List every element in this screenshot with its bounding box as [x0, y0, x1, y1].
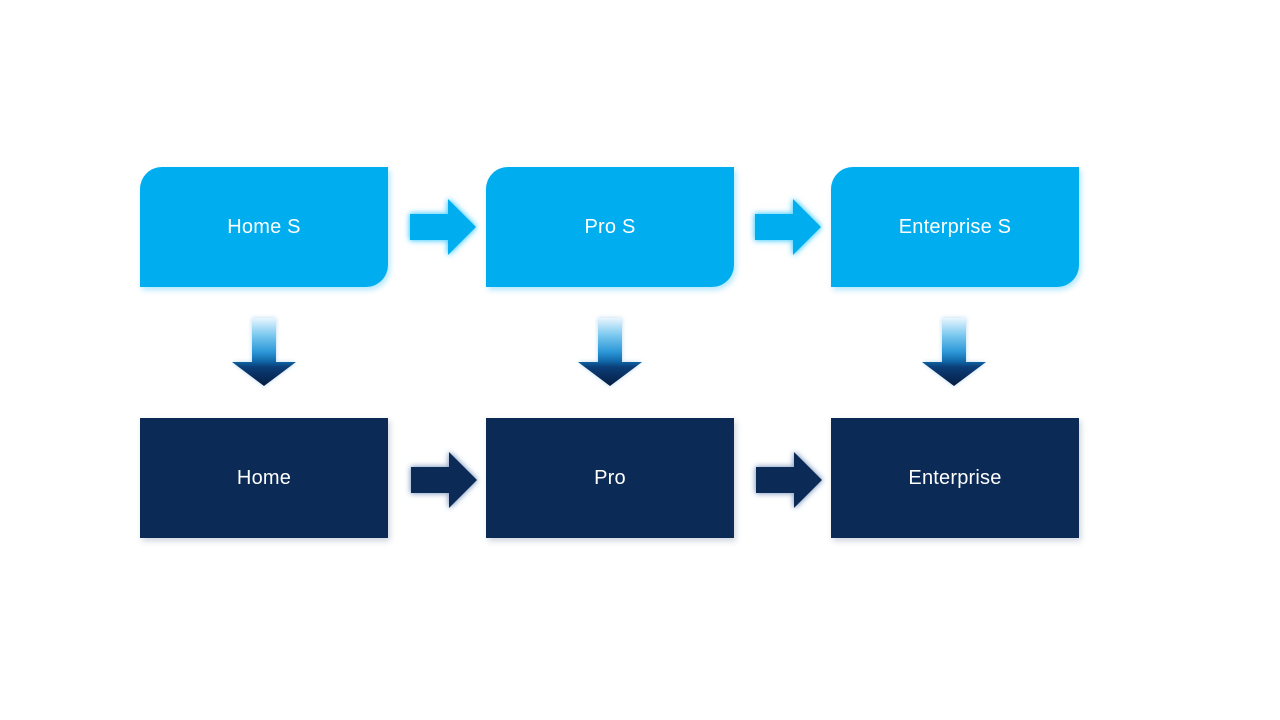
down-arrow-icon-pro-s-to-pro: [578, 318, 642, 386]
node-home-s: Home S: [140, 167, 388, 287]
right-arrow-icon-pro-s-to-enterprise-s: [755, 199, 821, 255]
node-enterprise: Enterprise: [831, 418, 1079, 538]
node-pro: Pro: [486, 418, 734, 538]
node-label: Enterprise S: [898, 215, 1012, 238]
node-label: Home: [236, 466, 292, 489]
node-pro-s: Pro S: [486, 167, 734, 287]
node-label: Pro S: [584, 215, 636, 238]
node-home: Home: [140, 418, 388, 538]
node-label: Pro: [594, 466, 626, 489]
right-arrow-icon-home-to-pro: [411, 452, 477, 508]
down-arrow-icon-home-s-to-home: [232, 318, 296, 386]
node-label: Home S: [227, 215, 301, 238]
down-arrow-icon-enterprise-s-to-enterprise: [922, 318, 986, 386]
right-arrow-icon-pro-to-enterprise: [756, 452, 822, 508]
node-label: Enterprise: [908, 466, 1002, 489]
right-arrow-icon-home-s-to-pro-s: [410, 199, 476, 255]
node-enterprise-s: Enterprise S: [831, 167, 1079, 287]
